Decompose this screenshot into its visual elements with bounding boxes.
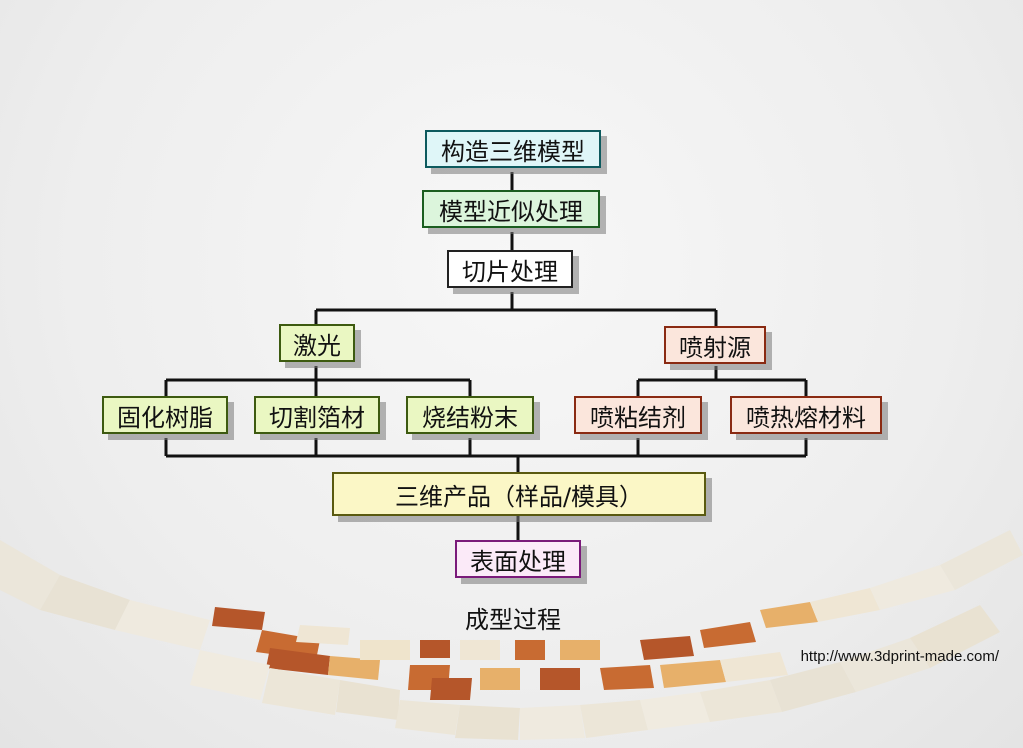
node-cure-resin: 固化树脂 [102, 396, 228, 434]
source-url: http://www.3dprint-made.com/ [800, 648, 999, 665]
diagram-caption: 成型过程 [465, 606, 561, 634]
node-laser: 激光 [279, 324, 355, 362]
node-sinter-powder: 烧结粉末 [406, 396, 534, 434]
node-slicing: 切片处理 [447, 250, 573, 288]
node-construct-model: 构造三维模型 [425, 130, 601, 168]
node-approx-model: 模型近似处理 [422, 190, 600, 228]
node-spray-melt: 喷热熔材料 [730, 396, 882, 434]
node-spray-binder: 喷粘结剂 [574, 396, 702, 434]
node-surface: 表面处理 [455, 540, 581, 578]
brick-arc [0, 530, 1023, 740]
node-nozzle: 喷射源 [664, 326, 766, 364]
node-product: 三维产品（样品/模具） [332, 472, 706, 516]
node-cut-foil: 切割箔材 [254, 396, 380, 434]
